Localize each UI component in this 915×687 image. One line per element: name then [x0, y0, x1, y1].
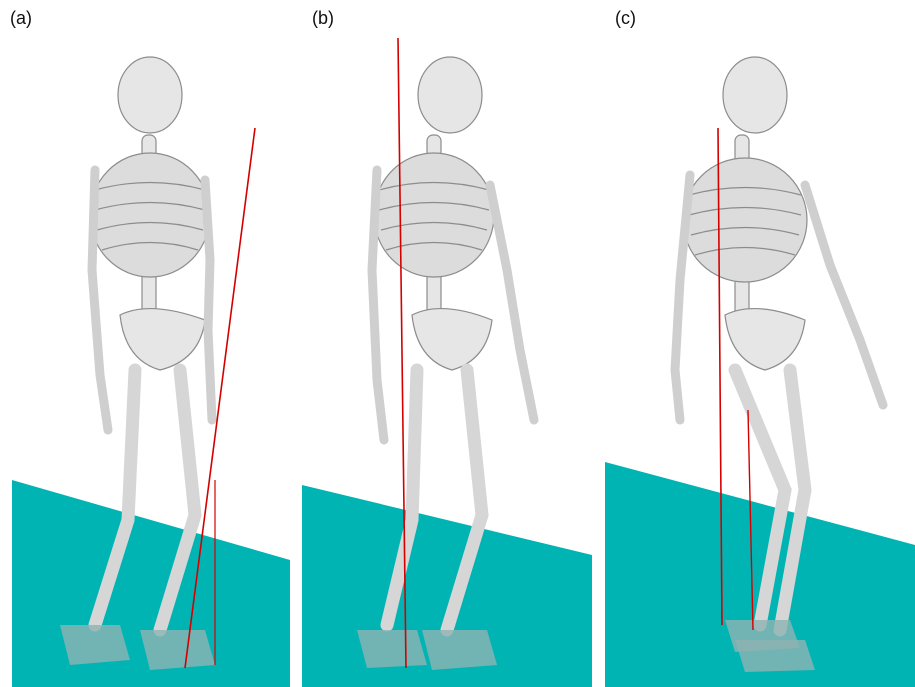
left-foot-plate	[60, 625, 130, 665]
panel-label-c: (c)	[615, 8, 636, 29]
panel-c-figure	[605, 0, 915, 687]
left-arm	[675, 175, 690, 420]
right-arm	[805, 185, 883, 405]
skull	[418, 57, 482, 133]
left-foot-plate	[357, 630, 427, 668]
skull	[723, 57, 787, 133]
panel-a: (a)	[0, 0, 290, 687]
panel-label-a: (a)	[10, 8, 32, 29]
ribcage	[683, 158, 807, 282]
pelvis	[120, 309, 205, 370]
panel-c: (c)	[605, 0, 915, 687]
panel-b: (b)	[302, 0, 592, 687]
ribcage	[90, 153, 210, 277]
right-arm	[205, 180, 212, 420]
right-foot-plate	[140, 630, 215, 670]
pelvis	[412, 309, 492, 370]
panel-a-figure	[0, 0, 290, 687]
right-arm	[490, 185, 534, 420]
right-foot-plate	[735, 640, 815, 672]
pelvis	[725, 309, 805, 370]
panel-label-b: (b)	[312, 8, 334, 29]
ribcage	[374, 153, 494, 277]
skull	[118, 57, 182, 133]
right-foot-plate	[422, 630, 497, 670]
panel-b-figure	[302, 0, 592, 687]
